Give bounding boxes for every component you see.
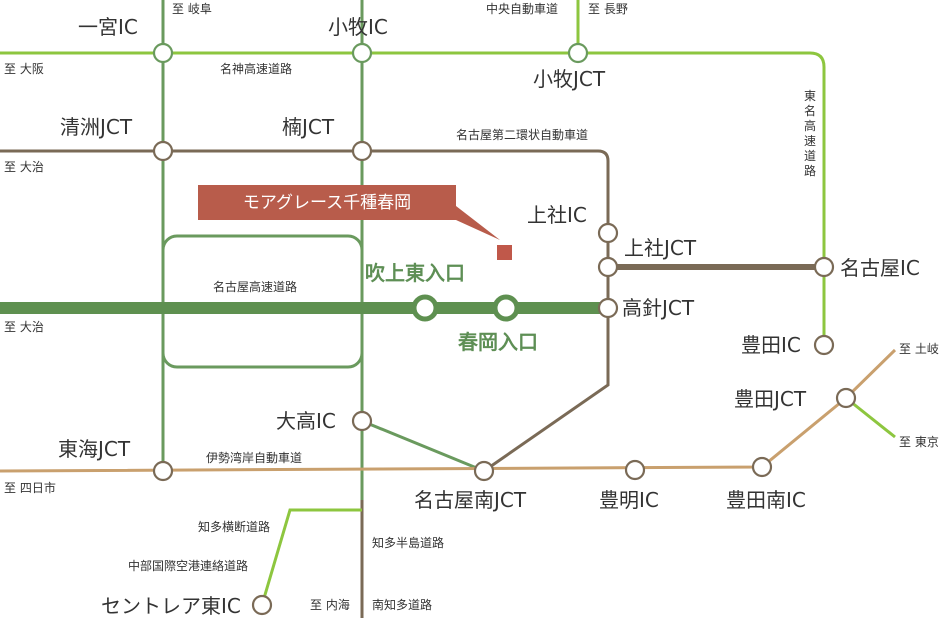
- label-kusunoki-jct: 楠JCT: [282, 115, 335, 139]
- callout-box: [198, 185, 500, 240]
- road-2nd-ring: [0, 149, 610, 473]
- node-nagoya-ic: [813, 256, 835, 278]
- node-fukiage-east: [411, 294, 439, 322]
- label-meishin-expwy: 名神高速道路: [220, 61, 292, 76]
- label-to-tokyo: 至 東京: [899, 435, 939, 449]
- tomei-char-2: 名: [804, 103, 816, 118]
- label-nagoya-2nd-ring: 名古屋第二環状自動車道: [456, 127, 588, 142]
- label-to-gifu: 至 岐阜: [172, 2, 212, 16]
- label-nagoya-ic: 名古屋IC: [840, 256, 920, 280]
- label-toyoake-ic: 豊明IC: [599, 488, 659, 512]
- road-nagoya-loop: [161, 234, 364, 369]
- label-tomei-expwy: 東 名 高 速 道 路: [804, 89, 820, 178]
- node-toyoake-ic: [624, 459, 646, 481]
- road-tomei-east: [845, 396, 896, 439]
- label-to-toki: 至 土岐: [899, 342, 939, 356]
- label-harugaoka: 春岡入口: [457, 330, 538, 354]
- tomei-char-3: 高: [804, 118, 816, 133]
- label-ichinomiya-ic: 一宮IC: [78, 15, 138, 39]
- node-toyota-minami-ic: [751, 456, 773, 478]
- label-odaka-ic: 大高IC: [276, 409, 336, 433]
- label-to-oji-1: 至 大治: [4, 160, 44, 174]
- label-to-utsumi: 至 内海: [310, 597, 350, 612]
- tomei-char-6: 路: [804, 163, 816, 178]
- label-fukiage-east: 吹上東入口: [365, 261, 465, 285]
- road-meishin: [0, 51, 826, 345]
- node-harugaoka: [492, 294, 520, 322]
- tomei-char-5: 道: [804, 149, 816, 163]
- label-kiyosu-jct: 清洲JCT: [60, 115, 133, 139]
- node-ichinomiya-ic: [152, 42, 174, 64]
- label-toyota-ic: 豊田IC: [741, 333, 801, 357]
- callout-title: モアグレース千種春岡: [243, 193, 411, 213]
- label-isewan-expwy: 伊勢湾岸自動車道: [206, 450, 302, 465]
- node-tokai-jct: [152, 460, 174, 482]
- node-komaki-jct: [567, 42, 589, 64]
- node-toyota-jct: [835, 387, 857, 409]
- label-chubu-airport-road: 中部国際空港連絡道路: [128, 558, 248, 573]
- label-nagoya-expwy: 名古屋高速道路: [213, 279, 297, 294]
- label-chita-odan: 知多横断道路: [198, 519, 270, 534]
- label-toyota-jct: 豊田JCT: [734, 387, 807, 411]
- node-kiyosu-jct: [152, 140, 174, 162]
- label-to-oji-2: 至 大治: [4, 320, 44, 334]
- label-to-yokkaichi: 至 四日市: [4, 480, 56, 495]
- label-to-osaka: 至 大阪: [4, 62, 44, 76]
- label-to-nagano: 至 長野: [588, 2, 628, 16]
- label-nagoya-minami-jct: 名古屋南JCT: [414, 488, 527, 512]
- node-toyota-ic: [813, 334, 835, 356]
- label-centrair-east-ic: セントレア東IC: [101, 594, 241, 618]
- property-marker: [497, 245, 512, 260]
- tomei-char-4: 速: [804, 134, 816, 148]
- label-kamiyashiro-jct: 上社JCT: [624, 236, 697, 260]
- node-nagoya-minami-jct: [473, 460, 495, 482]
- node-komaki-ic: [351, 42, 373, 64]
- node-centrair-east-ic: [251, 594, 273, 616]
- label-chuo-expwy: 中央自動車道: [486, 1, 558, 16]
- road-isewan: [0, 348, 897, 473]
- node-kamiyashiro-jct: [597, 256, 619, 278]
- label-toyota-minami-ic: 豊田南IC: [726, 488, 806, 512]
- road-odaka-minami: [361, 419, 485, 473]
- node-takabari-jct: [597, 297, 619, 319]
- label-kamiyashiro-ic: 上社IC: [527, 203, 587, 227]
- tomei-char-1: 東: [804, 89, 816, 103]
- label-takabari-jct: 高針JCT: [622, 296, 695, 320]
- node-kusunoki-jct: [351, 140, 373, 162]
- label-komaki-ic: 小牧IC: [328, 15, 388, 39]
- node-odaka-ic: [351, 410, 373, 432]
- label-chita-hanto: 知多半島道路: [372, 535, 444, 550]
- label-komaki-jct: 小牧JCT: [533, 67, 606, 91]
- road-chita-odan: [260, 508, 362, 606]
- node-kamiyashiro-ic: [597, 222, 619, 244]
- label-minami-chita: 南知多道路: [372, 597, 432, 612]
- label-tokai-jct: 東海JCT: [58, 437, 131, 461]
